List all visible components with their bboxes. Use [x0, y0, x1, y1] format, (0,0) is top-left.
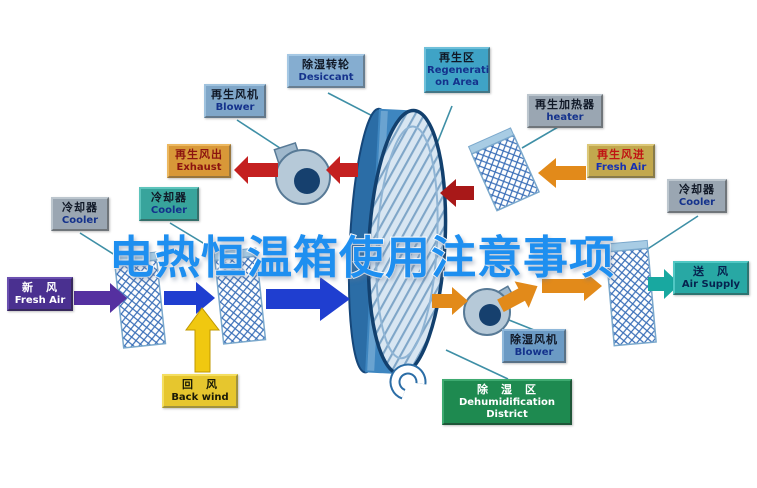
fresh-air-arrow — [74, 283, 127, 313]
label-back-wind-en: Back wind — [171, 392, 229, 403]
regen-air-arrow-into-wheel — [440, 179, 474, 207]
supply-air-arrow-2 — [497, 281, 538, 313]
supply-air-arrow-out — [648, 269, 680, 299]
label-fresh-air-zh: 新 风 — [22, 281, 58, 294]
label-fresh-in-en: Fresh Air — [595, 162, 647, 173]
label-air-supply: 送 风 Air Supply — [673, 261, 749, 295]
wheel-rotation-indicator-icon — [389, 363, 427, 401]
label-fresh-air-inlet: 新 风 Fresh Air — [7, 277, 73, 311]
exhaust-arrow-2 — [234, 156, 278, 184]
supply-cooling-coil — [604, 239, 657, 347]
label-fresh-air-en: Fresh Air — [14, 295, 66, 306]
label-heater-zh: 再生加热器 — [535, 98, 595, 111]
supply-air-arrow-3 — [542, 271, 602, 301]
exhaust-arrow-1 — [326, 156, 358, 184]
label-regen-air-in: 再生风进 Fresh Air — [587, 144, 655, 178]
label-fresh-in-zh: 再生风进 — [597, 148, 645, 161]
label-dehumid-blower-en: Blower — [514, 347, 554, 358]
label-cooler-right: 冷却器 Cooler — [667, 179, 727, 213]
label-heater-en: heater — [546, 112, 584, 123]
supply-air-arrow-1 — [432, 287, 468, 315]
label-dehumidification-district: 除 湿 区 Dehumidification District — [442, 379, 572, 425]
label-cooler-left: 冷却器 Cooler — [51, 197, 109, 231]
label-regen-heater: 再生加热器 heater — [527, 94, 603, 128]
label-regen-blower-en: Blower — [215, 102, 255, 113]
label-cooler-mid-en: Cooler — [150, 205, 188, 216]
label-cooler-mid: 冷却器 Cooler — [139, 187, 199, 221]
regen-heat-exchanger — [467, 127, 541, 212]
cooling-coil-1 — [113, 251, 167, 349]
label-dehumid-area-en2: District — [486, 409, 528, 420]
label-regen-blower-zh: 再生风机 — [211, 88, 259, 101]
label-regen-air-out: 再生风出 Exhaust — [167, 144, 231, 178]
label-regen-blower: 再生风机 Blower — [204, 84, 266, 118]
watermark-title: 电热恒温箱使用注意事项 — [108, 230, 616, 285]
label-return-air: 回 风 Back wind — [162, 374, 238, 408]
label-regen-area-en2: on Area — [435, 77, 479, 88]
label-cooler-left-en: Cooler — [61, 215, 99, 226]
label-cooler-right-en: Cooler — [678, 197, 716, 208]
label-desiccant-wheel: 除湿转轮 Desiccant — [287, 54, 365, 88]
label-cooler-right-zh: 冷却器 — [679, 183, 715, 196]
label-regeneration-area: 再生区 Regenerati on Area — [424, 47, 490, 93]
label-dehumid-blower: 除湿风机 Blower — [502, 329, 566, 363]
label-regen-area-en1: Regenerati — [427, 65, 490, 76]
label-back-wind-zh: 回 风 — [182, 378, 218, 391]
label-regen-area-zh: 再生区 — [439, 51, 475, 64]
label-desiccant-zh: 除湿转轮 — [302, 58, 350, 71]
label-connector-lines — [79, 92, 699, 380]
label-dehumid-blower-zh: 除湿风机 — [510, 333, 558, 346]
process-air-arrow-1 — [164, 282, 215, 314]
label-cooler-mid-zh: 冷却器 — [151, 191, 187, 204]
label-exhaust-en: Exhaust — [176, 162, 222, 173]
label-air-supply-zh: 送 风 — [693, 265, 729, 278]
cooling-coil-2 — [213, 247, 267, 345]
process-air-arrow-2 — [266, 277, 350, 321]
desiccant-wheel-icon — [348, 107, 448, 376]
label-exhaust-zh: 再生风出 — [175, 148, 223, 161]
regen-fan-icon — [273, 141, 331, 205]
regen-air-arrow-inlet — [538, 158, 586, 188]
label-desiccant-en: Desiccant — [298, 72, 354, 83]
label-dehumid-area-zh: 除 湿 区 — [477, 383, 537, 396]
label-cooler-left-zh: 冷却器 — [62, 201, 98, 214]
return-air-arrow — [185, 307, 221, 373]
label-dehumid-area-en1: Dehumidification — [458, 397, 556, 408]
label-air-supply-en: Air Supply — [681, 279, 741, 290]
